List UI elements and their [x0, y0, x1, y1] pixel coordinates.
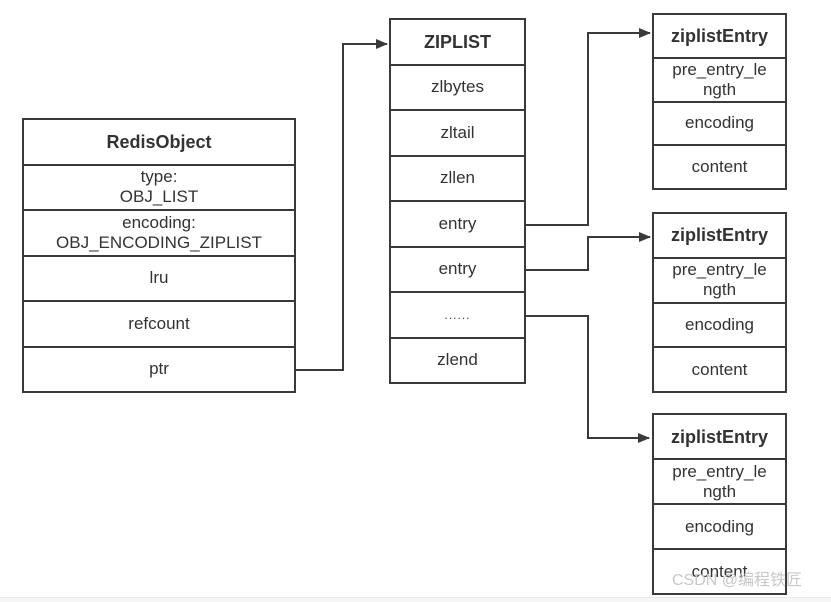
csdn-watermark: CSDN @编程铁匠 — [672, 572, 803, 589]
ziplist-entry-1-title: ziplistEntry — [654, 15, 785, 59]
arrow-ptr-to-ziplist — [296, 39, 388, 371]
ziplist-entry-1-encoding-row: encoding — [654, 103, 785, 147]
ziplist-entry-box-3: ziplistEntry pre_entry_le ngth encoding … — [652, 413, 787, 595]
type-label: type: — [140, 167, 178, 187]
ziplist-zlbytes-row: zlbytes — [391, 66, 524, 111]
bottom-edge-strip — [0, 597, 831, 602]
ziplist-entry-2-encoding-row: encoding — [654, 304, 785, 349]
redis-object-lru-row: lru — [24, 257, 294, 302]
ziplist-entry-2-pre-entry-length-row: pre_entry_le ngth — [654, 259, 785, 304]
redis-object-type-row: type:OBJ_LIST — [24, 166, 294, 211]
ziplist-title: ZIPLIST — [391, 20, 524, 66]
ziplist-entry-box-2: ziplistEntry pre_entry_le ngth encoding … — [652, 212, 787, 393]
encoding-label: encoding: — [122, 212, 196, 232]
ziplist-entry-3-pre-entry-length-row: pre_entry_le ngth — [654, 460, 785, 505]
ziplist-entry2-row: entry — [391, 248, 524, 293]
ziplist-entry-2-content-row: content — [691, 359, 748, 379]
ziplist-zlend-row: zlend — [437, 350, 478, 370]
ziplist-entry1-row: entry — [391, 202, 524, 248]
ziplist-entry-box-1: ziplistEntry pre_entry_le ngth encoding … — [652, 13, 787, 190]
encoding-value: OBJ_ENCODING_ZIPLIST — [56, 232, 262, 252]
ziplist-ellipsis-row: ...... — [391, 293, 524, 339]
ziplist-entry-3-content-row: content — [691, 561, 748, 581]
redis-object-title: RedisObject — [24, 120, 294, 166]
ziplist-box: ZIPLIST zlbytes zltail zllen entry entry… — [389, 18, 526, 384]
ziplist-entry-1-content-row: content — [691, 157, 748, 177]
redis-object-refcount-row: refcount — [24, 302, 294, 348]
redis-object-ptr-row: ptr — [149, 359, 169, 379]
ziplist-entry-3-encoding-row: encoding — [654, 505, 785, 550]
type-value: OBJ_LIST — [119, 187, 199, 207]
ziplist-entry-2-title: ziplistEntry — [654, 214, 785, 259]
arrow-dots-to-ziplistentry3 — [526, 315, 650, 443]
ziplist-zltail-row: zltail — [391, 111, 524, 157]
ziplist-entry-3-title: ziplistEntry — [654, 415, 785, 460]
redis-object-encoding-row: encoding:OBJ_ENCODING_ZIPLIST — [24, 211, 294, 257]
arrow-entry2-to-ziplistentry2 — [526, 232, 651, 271]
redis-object-box: RedisObject type:OBJ_LIST encoding:OBJ_E… — [22, 118, 296, 393]
arrow-entry1-to-ziplistentry1 — [526, 28, 651, 226]
ziplist-zllen-row: zllen — [391, 157, 524, 202]
ziplist-entry-1-pre-entry-length-row: pre_entry_le ngth — [654, 59, 785, 103]
